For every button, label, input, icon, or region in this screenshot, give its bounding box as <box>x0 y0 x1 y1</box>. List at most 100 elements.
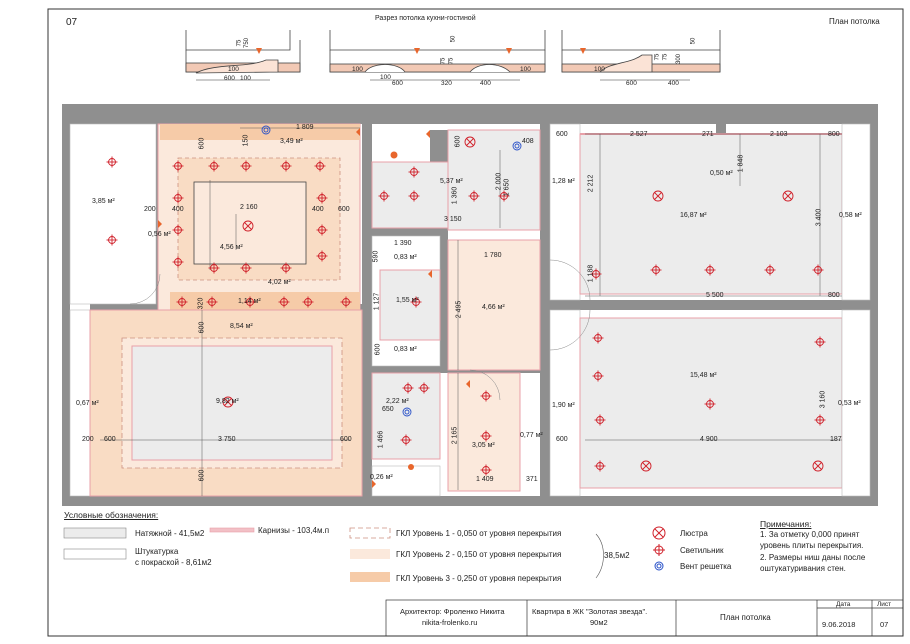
dim-label: 1 390 <box>394 240 412 247</box>
dim-label: 2 103 <box>770 131 788 138</box>
lamp-icon <box>402 382 414 394</box>
area-label: 0,77 м² <box>520 432 543 439</box>
header-title: План потолка <box>829 17 880 26</box>
legend-lamp: Светильник <box>680 546 724 555</box>
lamp-icon <box>400 434 412 446</box>
bath-top-right <box>447 129 541 231</box>
dim-label: 2 165 <box>451 426 459 445</box>
legend-gkl2: ГКЛ Уровень 2 - 0,150 от уровня перекрыт… <box>396 550 562 559</box>
kitchen-left-strip <box>549 123 581 301</box>
lamp-icon <box>498 190 510 202</box>
lamp-icon <box>280 160 292 172</box>
chandelier-icon <box>464 136 476 148</box>
ceiling-section <box>185 30 721 81</box>
dim-label: 1 360 <box>451 186 459 205</box>
drawing-name: План потолка <box>720 613 771 622</box>
bedroom-top-strip <box>160 124 360 140</box>
section-dim: 100 <box>380 74 391 81</box>
lamp-icon <box>278 296 290 308</box>
dim-label: 200 <box>82 436 94 443</box>
bedroom-bottom-strip <box>170 292 360 310</box>
section-dim: 75 <box>448 57 455 65</box>
section-dim: 100 <box>594 66 605 73</box>
section-dim: 600 <box>392 80 403 87</box>
dim-label: 1 409 <box>476 476 494 483</box>
dim-label: 187 <box>830 436 842 443</box>
project-area: 90м2 <box>590 618 608 627</box>
lamp-icon <box>172 256 184 268</box>
legend-gkl-total: 38,5м2 <box>604 551 630 560</box>
legend-gkl1: ГКЛ Уровень 1 - 0,050 от уровня перекрыт… <box>396 529 562 538</box>
lamp-icon <box>176 296 188 308</box>
dim-label: 600 <box>198 321 206 334</box>
door-swings <box>129 259 591 401</box>
orange-markers <box>158 128 470 488</box>
lamp-icon <box>172 192 184 204</box>
section-dim: 50 <box>690 37 697 45</box>
area-label: 5,37 м² <box>440 178 463 185</box>
area-label: 2,22 м² <box>386 398 409 405</box>
chandelier-icon <box>242 220 254 232</box>
dim-label: 650 <box>382 406 394 413</box>
legend-chandelier: Люстра <box>680 529 708 538</box>
lamp-icon <box>704 264 716 276</box>
dim-label: 1 650 <box>503 178 511 197</box>
lamp-icon <box>172 160 184 172</box>
chandeliers <box>222 136 824 472</box>
chandelier-icon <box>640 460 652 472</box>
dim-label: 600 <box>104 436 116 443</box>
section-dim: 75 <box>654 53 661 61</box>
dim-label: 1 848 <box>737 154 745 173</box>
dim-label: 600 <box>198 137 206 150</box>
lamp-icon <box>592 332 604 344</box>
chandelier-icon <box>222 396 234 408</box>
dim-label: 400 <box>172 206 184 213</box>
dim-label: 600 <box>374 343 382 356</box>
lamp-icon <box>590 268 602 280</box>
dim-label: 600 <box>556 436 568 443</box>
dim-label: 800 <box>828 292 840 299</box>
dim-label: 600 <box>340 436 352 443</box>
dim-label: 1 780 <box>484 252 502 259</box>
section-dim: 100 <box>240 75 251 82</box>
legend-gkl3: ГКЛ Уровень 3 - 0,250 от уровня перекрыт… <box>396 574 562 583</box>
lamp-icon <box>208 160 220 172</box>
dim-label: 271 <box>702 131 714 138</box>
area-label: 1,55 м² <box>396 297 419 304</box>
sheet-label: Лист <box>877 601 892 608</box>
area-label: 0,56 м² <box>148 231 171 238</box>
area-label: 0,50 м² <box>710 170 733 177</box>
lamp-icon <box>468 190 480 202</box>
lamp-icon <box>340 296 352 308</box>
section-dim: 750 <box>244 37 251 49</box>
dimension-lines <box>100 127 842 496</box>
lamp-icon <box>106 156 118 168</box>
lamp-icon <box>378 190 390 202</box>
dim-label: 800 <box>828 131 840 138</box>
area-label: 15,48 м² <box>690 372 717 379</box>
dim-label: 600 <box>338 206 350 213</box>
area-label: 9,82 м² <box>216 398 239 405</box>
legend-plaster: Штукатурка <box>135 547 179 556</box>
area-label: 4,02 м² <box>268 279 291 286</box>
dim-label: 200 <box>144 206 156 213</box>
lamp-icon <box>240 262 252 274</box>
section-dim: 75 <box>236 39 243 47</box>
lamp-icon <box>302 296 314 308</box>
dim-label: 2 000 <box>495 172 503 191</box>
sheet-value: 07 <box>880 620 889 629</box>
lamp-icon <box>408 190 420 202</box>
lamp-icon <box>280 262 292 274</box>
walls <box>62 104 878 506</box>
bedroom-center <box>193 181 307 265</box>
lamp-icon <box>814 336 826 348</box>
lamp-icon <box>208 262 220 274</box>
lamp-icon <box>418 382 430 394</box>
section-dim: 100 <box>520 66 531 73</box>
lamp-icon <box>592 370 604 382</box>
notes-line: уровень плиты перекрытия. <box>760 541 864 550</box>
section-dim: 400 <box>668 80 679 87</box>
section-dim: 75 <box>662 53 669 61</box>
area-label: 0,26 м² <box>370 474 393 481</box>
